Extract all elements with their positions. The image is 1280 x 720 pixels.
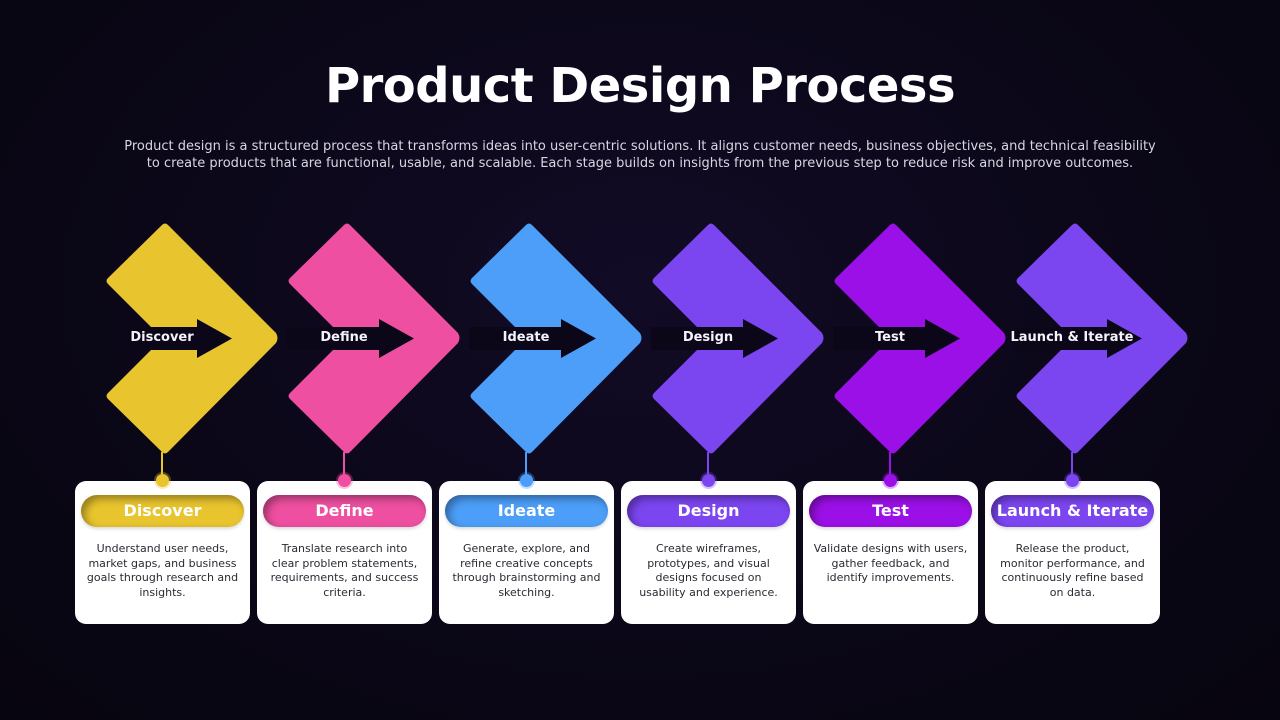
stage-title-pill: Discover xyxy=(81,495,244,527)
process-stage-define: Define Define Translate research into cl… xyxy=(257,222,463,632)
chevron-arrow-icon xyxy=(287,223,460,454)
stage-shape-label: Ideate xyxy=(502,330,550,345)
stage-card: Discover Understand user needs, market g… xyxy=(75,481,250,624)
connector-dot xyxy=(884,474,897,487)
stage-card: Ideate Generate, explore, and refine cre… xyxy=(439,481,614,624)
connector-dot xyxy=(1066,474,1079,487)
chevron-arrow-icon xyxy=(833,223,1006,454)
stage-description: Understand user needs, market gaps, and … xyxy=(86,542,239,599)
chevron-arrow-icon xyxy=(651,223,824,454)
page-subtitle: Product design is a structured process t… xyxy=(124,139,1156,171)
connector-line xyxy=(161,452,163,480)
process-stage-discover: Discover Discover Understand user needs,… xyxy=(75,222,281,632)
process-stage-test: Test Test Validate designs with users, g… xyxy=(803,222,1009,632)
stage-shape-label: Design xyxy=(682,330,734,345)
stage-title-pill: Ideate xyxy=(445,495,608,527)
stage-title-pill: Define xyxy=(263,495,426,527)
connector-dot xyxy=(702,474,715,487)
connector-dot xyxy=(520,474,533,487)
stage-description: Create wireframes, prototypes, and visua… xyxy=(639,542,778,599)
stage-shape-label: Launch & Iterate xyxy=(1010,330,1134,345)
connector-line xyxy=(889,452,891,480)
connector-line xyxy=(1071,452,1073,480)
connector-dot xyxy=(338,474,351,487)
stage-card: Launch & Iterate Release the product, mo… xyxy=(985,481,1160,624)
stage-title-pill: Test xyxy=(809,495,972,527)
stage-title-pill: Launch & Iterate xyxy=(991,495,1154,527)
process-stage-launch-iterate: Launch & Iterate Launch & Iterate Releas… xyxy=(985,222,1191,632)
chevron-arrow-icon xyxy=(1015,223,1188,454)
stage-card: Define Translate research into clear pro… xyxy=(257,481,432,624)
connector-line xyxy=(707,452,709,480)
stage-shape-label: Test xyxy=(875,330,905,345)
process-stage-ideate: Ideate Ideate Generate, explore, and ref… xyxy=(439,222,645,632)
stage-description: Release the product, monitor performance… xyxy=(1000,542,1145,599)
stage-card: Test Validate designs with users, gather… xyxy=(803,481,978,624)
stage-description: Generate, explore, and refine creative c… xyxy=(452,542,601,599)
connector-dot xyxy=(156,474,169,487)
page-title: Product Design Process xyxy=(324,58,956,114)
stage-description: Translate research into clear problem st… xyxy=(270,542,419,599)
stage-shape-label: Discover xyxy=(130,330,194,345)
stage-card: Design Create wireframes, prototypes, an… xyxy=(621,481,796,624)
connector-line xyxy=(525,452,527,480)
stage-shape-label: Define xyxy=(320,330,368,345)
chevron-arrow-icon xyxy=(105,223,278,454)
chevron-arrow-icon xyxy=(469,223,642,454)
process-stage-design: Design Design Create wireframes, prototy… xyxy=(621,222,827,632)
stage-title-pill: Design xyxy=(627,495,790,527)
stage-description: Validate designs with users, gather feed… xyxy=(813,542,968,585)
connector-line xyxy=(343,452,345,480)
